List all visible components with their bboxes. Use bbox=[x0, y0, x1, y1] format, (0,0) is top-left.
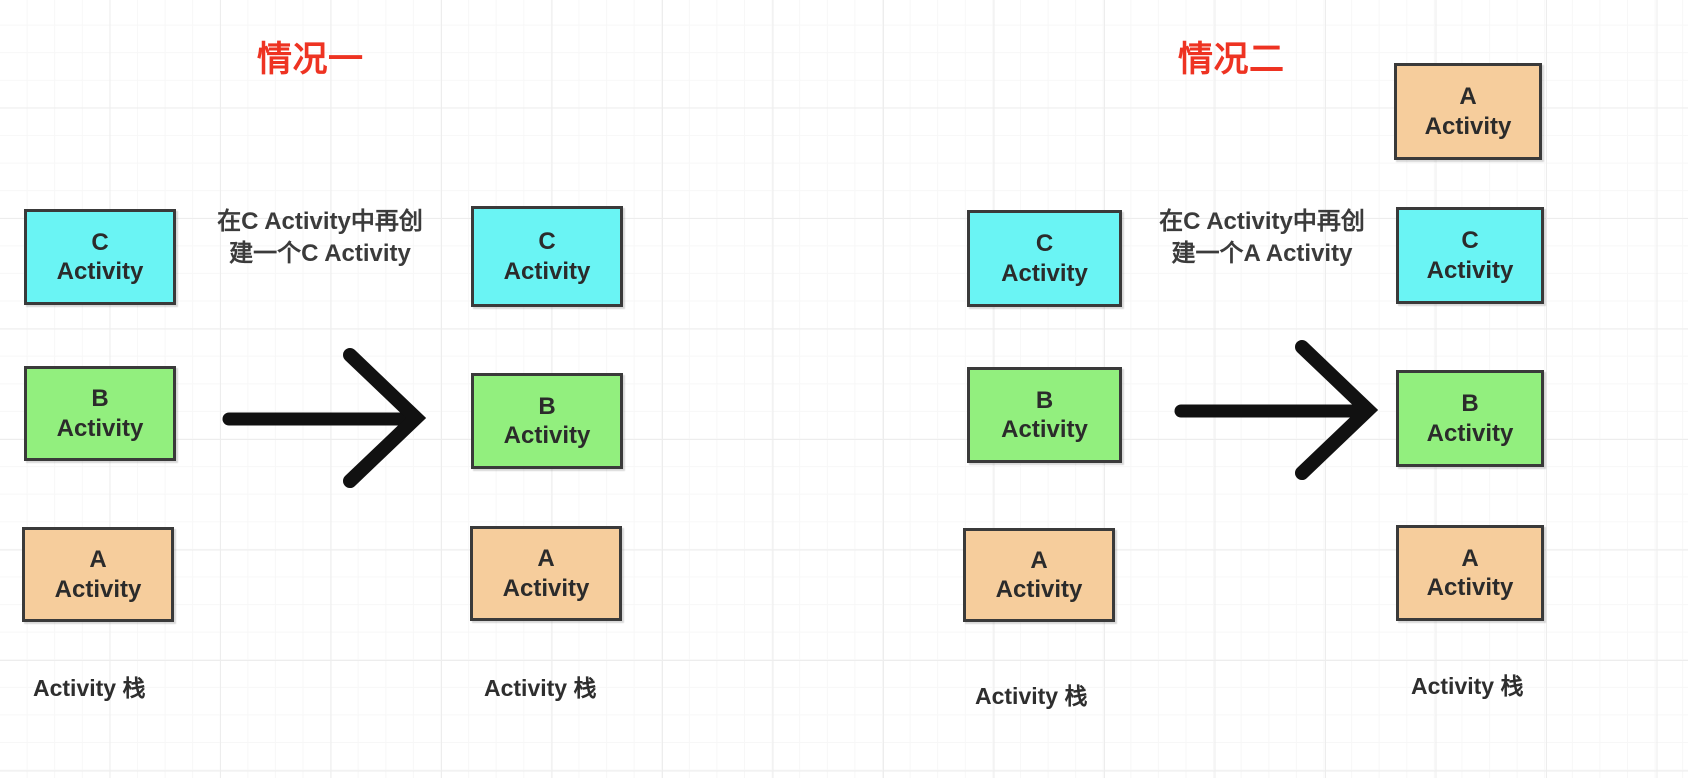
box-letter: B bbox=[91, 385, 109, 413]
box-word: Activity bbox=[56, 258, 144, 285]
box-word: Activity bbox=[503, 422, 591, 449]
scenario-one-after-stack-caption: Activity 栈 bbox=[484, 675, 597, 701]
box-word: Activity bbox=[1424, 112, 1512, 140]
box-letter: A bbox=[1459, 83, 1477, 111]
box-letter: B bbox=[1035, 386, 1054, 414]
box-letter: A bbox=[1030, 546, 1048, 574]
scenario-two-after-box-a-bottom: A Activity bbox=[1396, 525, 1544, 621]
scenario-two-before-box-a: A Activity bbox=[963, 528, 1115, 622]
scenario-two-after-box-a-top: A Activity bbox=[1394, 63, 1542, 160]
scenario-one-transition-arrow bbox=[222, 348, 427, 488]
scenario-two-after-box-b: B Activity bbox=[1396, 370, 1544, 467]
box-word: Activity bbox=[1426, 574, 1514, 601]
scenario-one-after-box-a: A Activity bbox=[470, 526, 622, 621]
box-word: Activity bbox=[502, 574, 590, 602]
box-letter: B bbox=[538, 392, 556, 420]
scenario-two-after-stack-caption: Activity 栈 bbox=[1411, 673, 1524, 699]
box-word: Activity bbox=[1001, 259, 1088, 287]
scenario-two-transition-arrow bbox=[1174, 340, 1379, 480]
box-word: Activity bbox=[56, 414, 144, 442]
box-letter: C bbox=[538, 228, 556, 256]
scenario-one-before-box-b: B Activity bbox=[24, 366, 176, 461]
scenario-two-before-box-b: B Activity bbox=[967, 367, 1122, 463]
box-letter: C bbox=[1035, 230, 1054, 258]
box-word: Activity bbox=[1001, 416, 1088, 443]
scenario-one-after-box-c: C Activity bbox=[471, 206, 623, 307]
box-word: Activity bbox=[1426, 419, 1514, 447]
box-letter: A bbox=[89, 546, 107, 574]
box-word: Activity bbox=[503, 257, 591, 285]
box-letter: C bbox=[91, 228, 109, 256]
scenario-two-after-box-c: C Activity bbox=[1396, 207, 1544, 304]
transition-label-line-1: 在C Activity中再创 bbox=[1159, 208, 1365, 235]
scenario-one-after-box-b: B Activity bbox=[471, 373, 623, 469]
scenario-one-before-box-a: A Activity bbox=[22, 527, 174, 622]
box-letter: C bbox=[1461, 227, 1479, 255]
scenario-two-transition-label: 在C Activity中再创 建一个A Activity bbox=[1146, 206, 1378, 269]
box-word: Activity bbox=[995, 576, 1083, 603]
transition-label-line-2: 建一个C Activity bbox=[229, 239, 411, 267]
scenario-one-before-stack-caption: Activity 栈 bbox=[33, 675, 146, 701]
scenario-two-title: 情况二 bbox=[1178, 40, 1285, 79]
scenario-one-before-box-c: C Activity bbox=[24, 209, 176, 305]
scenario-one-title: 情况一 bbox=[257, 40, 364, 79]
box-letter: A bbox=[1461, 544, 1479, 572]
transition-label-line-1: 在C Activity中再创 bbox=[217, 208, 423, 235]
scenario-one-transition-label: 在C Activity中再创 建一个C Activity bbox=[206, 206, 434, 269]
scenario-two-before-stack-caption: Activity 栈 bbox=[975, 683, 1088, 709]
box-letter: B bbox=[1461, 390, 1479, 418]
box-word: Activity bbox=[1426, 256, 1514, 284]
box-letter: A bbox=[537, 545, 555, 573]
box-word: Activity bbox=[54, 575, 142, 603]
transition-label-line-2: 建一个A Activity bbox=[1171, 239, 1353, 267]
scenario-two-before-box-c: C Activity bbox=[967, 210, 1122, 307]
